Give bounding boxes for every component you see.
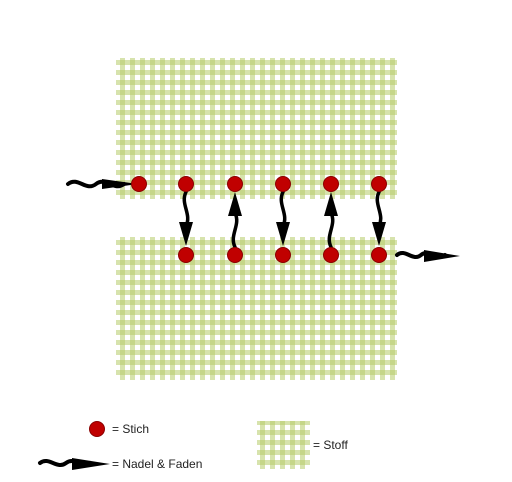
arrow-down-icon [179, 222, 193, 246]
stitch-top [371, 176, 387, 192]
stitch-thread-1 [179, 190, 193, 246]
stitch-bottom [178, 247, 194, 263]
stitch-bottom [275, 247, 291, 263]
stitch-thread-2 [228, 192, 242, 249]
legend-fabric-swatch [257, 421, 310, 469]
stitch-bottom [227, 247, 243, 263]
stitch-top [323, 176, 339, 192]
arrow-down-icon [276, 222, 290, 246]
arrow-up-icon [228, 192, 242, 216]
stitch-thread-3 [276, 190, 290, 246]
legend-fabric-label: = Stoff [313, 438, 348, 452]
arrow-down-icon [372, 222, 386, 246]
stitch-bottom [323, 247, 339, 263]
stitch-top [275, 176, 291, 192]
stitch-thread-5 [372, 190, 386, 246]
arrow-up-icon [324, 192, 338, 216]
needle-thread-incoming [66, 179, 138, 189]
stitch-top [227, 176, 243, 192]
stitch-top [178, 176, 194, 192]
fabric-bottom-piece [116, 237, 397, 380]
legend-stitch-label: = Stich [112, 422, 150, 436]
legend-needle-thread-icon [38, 458, 110, 470]
stitch-bottom [371, 247, 387, 263]
stitch-top [131, 176, 147, 192]
fabric-top-piece [116, 58, 397, 199]
stitch-thread-4 [324, 192, 338, 249]
needle-thread-outgoing [395, 250, 460, 262]
legend-stitch-icon [89, 421, 105, 437]
legend-needle-label: = Nadel & Faden [112, 457, 203, 471]
